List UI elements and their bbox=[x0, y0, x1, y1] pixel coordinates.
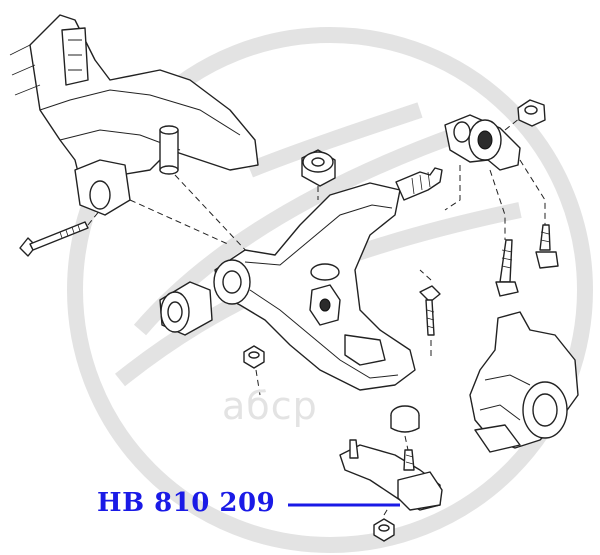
nut-left bbox=[243, 345, 265, 369]
part-number-label: HB 810 209 bbox=[97, 488, 276, 518]
long-bolt-left bbox=[19, 221, 89, 257]
watermark-logo bbox=[67, 27, 593, 553]
steering-knuckle bbox=[469, 311, 579, 453]
bolt-right-2 bbox=[535, 224, 559, 269]
washer-top bbox=[301, 149, 336, 187]
rear-bushing-bracket bbox=[444, 114, 521, 171]
subframe-bracket bbox=[9, 14, 259, 216]
ball-joint-boot bbox=[390, 405, 420, 433]
lower-control-arm bbox=[213, 167, 443, 391]
nut-top-right bbox=[517, 99, 546, 127]
front-bushing bbox=[159, 281, 213, 336]
ball-joint bbox=[339, 439, 443, 511]
watermark-text: абср bbox=[222, 384, 318, 428]
bolt-center bbox=[419, 285, 441, 336]
bolt-right-1 bbox=[495, 239, 519, 297]
nut-bottom bbox=[373, 518, 395, 542]
